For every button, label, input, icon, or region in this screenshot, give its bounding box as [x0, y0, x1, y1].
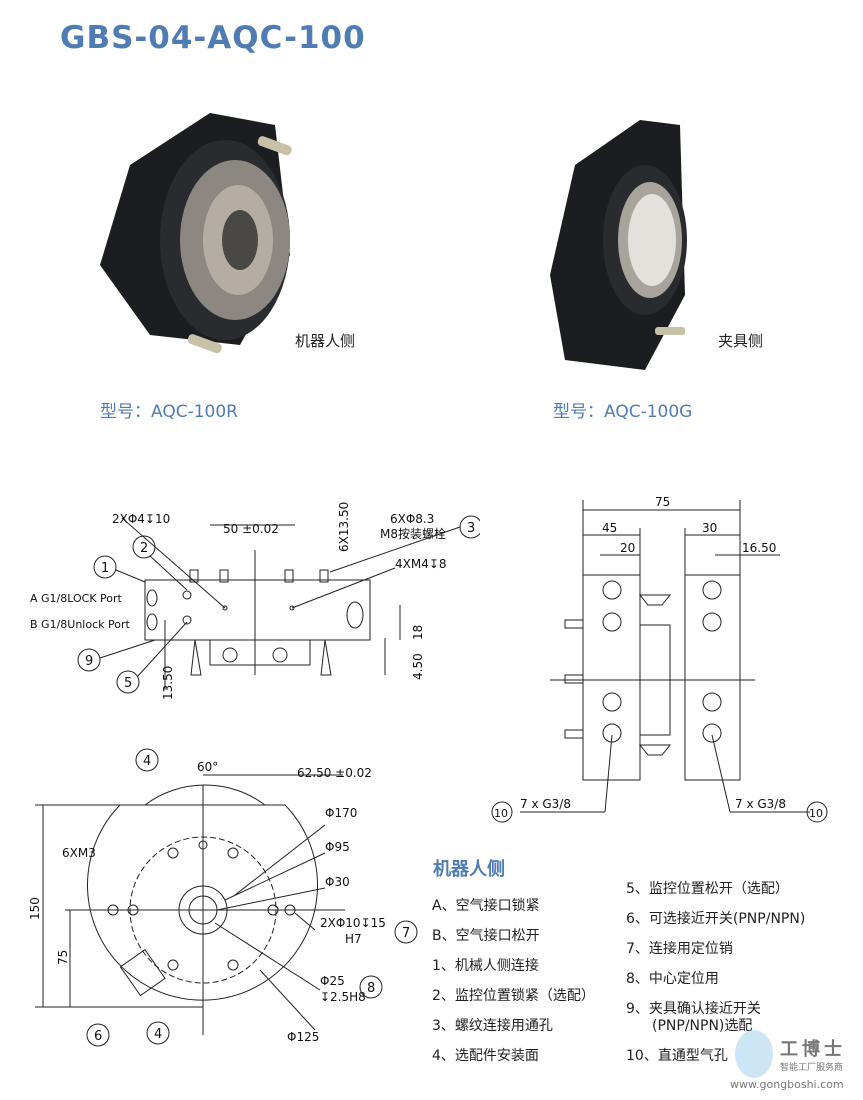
legend-item-2: 2、监控位置锁紧（选配） — [432, 988, 595, 1004]
dim-6250: 62.50 ±0.02 — [297, 766, 372, 780]
right-view-drawing: 75 45 30 20 16.50 7 x G3/8 7 x G3/8 10 1… — [491, 495, 828, 823]
dim-bolt-2: M8按装螺栓 — [380, 526, 446, 541]
pin-tolerance: H7 — [345, 932, 362, 946]
callout-10-left: 10 — [494, 807, 508, 820]
port-b-label: B G1/8Unlock Port — [30, 618, 130, 631]
callout-8: 8 — [367, 981, 375, 996]
dim-50: 50 ±0.02 — [223, 522, 279, 536]
side-view-drawing: 2XΦ4↧10 50 ±0.02 6X13.50 6XΦ8.3 M8按装螺栓 4… — [30, 502, 480, 700]
callout-2: 2 — [140, 541, 148, 556]
dim-m3: 6XM3 — [62, 846, 96, 860]
callout-9: 9 — [85, 654, 93, 669]
legend-item-3: 3、螺纹连接用通孔 — [432, 1018, 553, 1034]
dim-18: 18 — [411, 625, 425, 640]
dim-1350: 13.50 — [161, 666, 175, 700]
pin-spec: 2XΦ10↧15 — [320, 916, 386, 930]
dim-75: 75 — [655, 495, 670, 509]
dim-1650: 16.50 — [742, 541, 776, 555]
dim-150: 150 — [28, 897, 42, 920]
dim-d30: Φ30 — [325, 875, 350, 889]
dim-450: 4.50 — [411, 653, 425, 680]
port-left-label: 7 x G3/8 — [520, 797, 571, 811]
legend-item-a: A、空气接口锁紧 — [432, 898, 540, 914]
dim-hole: 2XΦ4↧10 — [112, 512, 170, 526]
dim-6x1350: 6X13.50 — [337, 502, 351, 552]
dim-bolt-1: 6XΦ8.3 — [390, 512, 434, 526]
callout-4-top: 4 — [143, 754, 151, 769]
front-view-drawing: 60° 62.50 ±0.02 Φ170 Φ95 Φ30 2XΦ10↧15 H7… — [28, 748, 418, 1047]
robot-side-photo — [100, 113, 292, 354]
mascot-logo — [735, 1030, 773, 1078]
dim-30: 30 — [702, 521, 717, 535]
port-a-label: A G1/8LOCK Port — [30, 592, 123, 605]
callout-7: 7 — [402, 926, 410, 941]
dim-d125: Φ125 — [287, 1030, 319, 1044]
tool-side-photo — [550, 120, 687, 370]
legend-item-10: 10、直通型气孔 — [626, 1048, 728, 1064]
watermark-tagline: 智能工厂服务商 — [780, 1063, 844, 1073]
port-right-label: 7 x G3/8 — [735, 797, 786, 811]
callout-6: 6 — [94, 1029, 102, 1044]
legend-item-9: 9、夹具确认接近开关 — [626, 1001, 761, 1017]
dim-45: 45 — [602, 521, 617, 535]
dim-75: 75 — [56, 950, 70, 965]
legend-item-6: 6、可选接近开关(PNP/NPN) — [626, 911, 806, 927]
callout-5: 5 — [124, 676, 132, 691]
legend-item-9-cont: (PNP/NPN)选配 — [652, 1018, 753, 1034]
watermark-brand: 工博士 — [780, 1039, 846, 1060]
legend-item-8: 8、中心定位用 — [626, 971, 719, 987]
tool-model-label: 型号：AQC-100G — [553, 402, 693, 422]
legend-item-7: 7、连接用定位销 — [626, 941, 733, 957]
callout-4-bottom: 4 — [154, 1027, 162, 1042]
dim-d95: Φ95 — [325, 840, 350, 854]
dim-d25: Φ25 — [320, 974, 345, 988]
legend-item-4: 4、选配件安装面 — [432, 1048, 539, 1064]
dim-d25-depth: ↧2.5H8 — [320, 990, 366, 1004]
dim-20: 20 — [620, 541, 635, 555]
legend-item-b: B、空气接口松开 — [432, 928, 540, 944]
robot-model-label: 型号：AQC-100R — [100, 402, 238, 422]
dim-d170: Φ170 — [325, 806, 357, 820]
legend-item-1: 1、机械人侧连接 — [432, 958, 539, 974]
legend-item-5: 5、监控位置松开（选配） — [626, 881, 789, 897]
callout-3: 3 — [467, 521, 475, 536]
product-title: GBS-04-AQC-100 — [60, 20, 366, 56]
tool-side-label: 夹具侧 — [718, 332, 764, 350]
callout-10-right: 10 — [809, 807, 823, 820]
callout-1: 1 — [101, 561, 109, 576]
legend-title: 机器人侧 — [433, 859, 505, 880]
dim-m4: 4XM4↧8 — [395, 557, 447, 571]
angle-60: 60° — [197, 760, 218, 774]
watermark-url: www.gongboshi.com — [730, 1078, 844, 1091]
robot-side-label: 机器人侧 — [295, 332, 356, 350]
